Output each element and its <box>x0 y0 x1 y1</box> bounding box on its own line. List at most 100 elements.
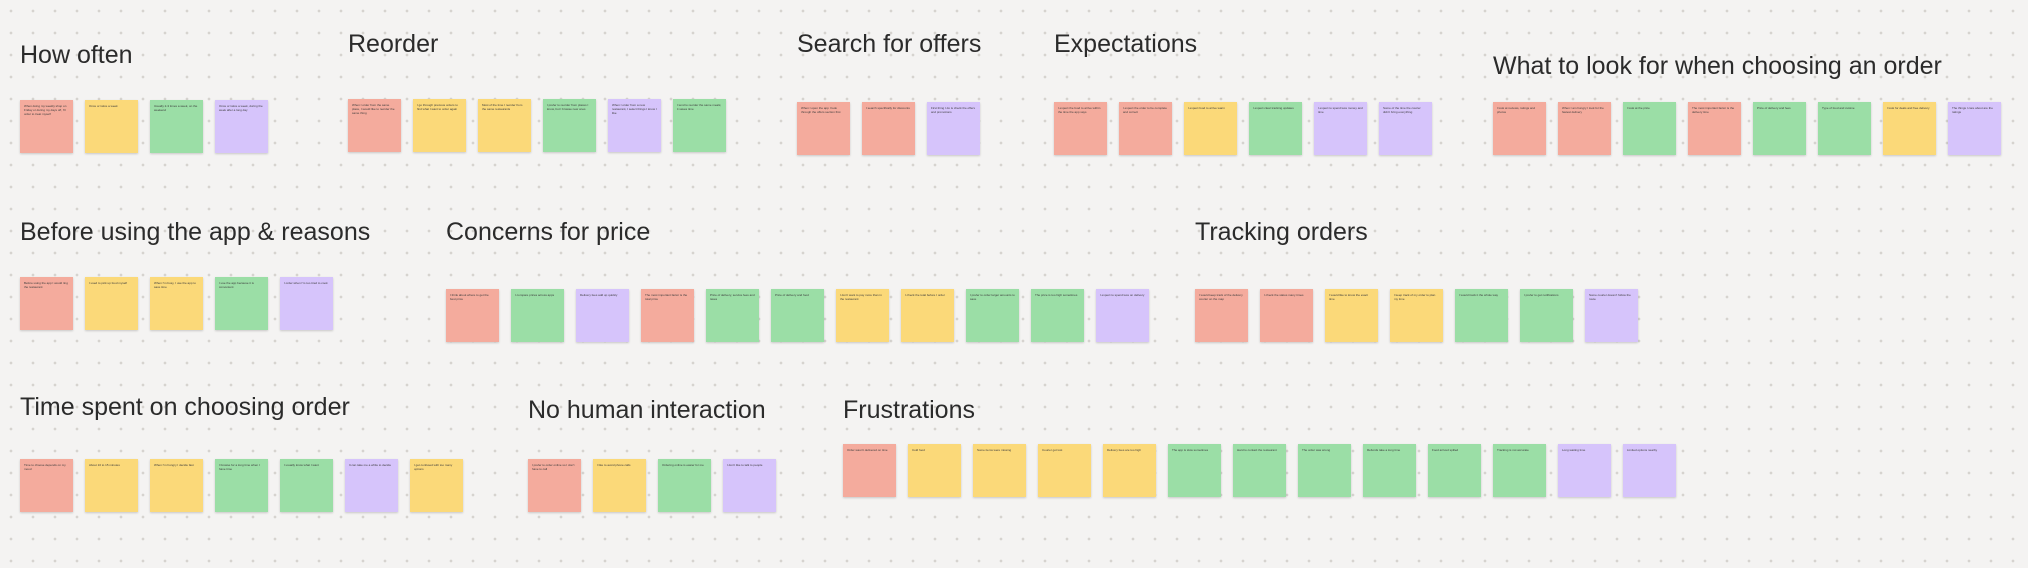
sticky-note[interactable]: I check the status many times <box>1260 289 1313 342</box>
sticky-note[interactable]: When doing my weekly shop on Friday or d… <box>20 100 73 153</box>
sticky-note[interactable]: Ordering online is easier for me <box>658 459 711 512</box>
sticky-note[interactable]: I go through previous orders to find wha… <box>413 99 466 152</box>
sticky-note[interactable]: Once or twice a week, during the week af… <box>215 100 268 153</box>
sticky-note[interactable]: Before using the app I would ring the re… <box>20 277 73 330</box>
sticky-note[interactable]: I think about where to get the best pric… <box>446 289 499 342</box>
sticky-note[interactable]: I used to pick up food myself <box>85 277 138 330</box>
sticky-note-text: I get confused with too many options <box>414 463 453 472</box>
sticky-note[interactable]: I expect clear tracking updates <box>1249 102 1302 155</box>
sticky-note[interactable]: Usually 2-3 times a week, on the weekend <box>150 100 203 153</box>
sticky-note[interactable]: Some of the time the courier didn't brin… <box>1379 102 1432 155</box>
sticky-notes: When doing my weekly shop on Friday or d… <box>20 100 268 153</box>
sticky-note[interactable]: Price of delivery, service fees and taxe… <box>706 289 759 342</box>
sticky-note-text: Long waiting time <box>1562 448 1586 452</box>
sticky-note[interactable]: First thing I do is check the offers and… <box>927 102 980 155</box>
sticky-note[interactable]: I would like to know the exact time <box>1325 289 1378 342</box>
sticky-note[interactable]: I usually know what I want <box>280 459 333 512</box>
sticky-note-text: Some of the time the courier didn't brin… <box>1383 106 1421 115</box>
sticky-note[interactable]: Once or twice a week <box>85 100 138 153</box>
sticky-note[interactable]: I would keep track of the delivery couri… <box>1195 289 1248 342</box>
sticky-note[interactable]: The app is slow sometimes <box>1168 444 1221 497</box>
sticky-note[interactable]: Type of food and cuisine <box>1818 102 1871 155</box>
sticky-note[interactable]: I compare prices across apps <box>511 289 564 342</box>
sticky-note[interactable]: Time to choose depends on my mood <box>20 459 73 512</box>
cluster-title: Concerns for price <box>446 218 651 246</box>
sticky-note-text: I like to avoid phone calls <box>597 463 631 467</box>
sticky-note[interactable]: Refunds take a long time <box>1363 444 1416 497</box>
sticky-note[interactable]: I tend to reorder the same meals; it sav… <box>673 99 726 152</box>
sticky-note[interactable]: I use the app because it is convenient <box>215 277 268 330</box>
sticky-note[interactable]: I get confused with too many options <box>410 459 463 512</box>
sticky-note[interactable]: Price of delivery and fees <box>1753 102 1806 155</box>
sticky-note[interactable]: Delivery fees add up quickly <box>576 289 629 342</box>
sticky-note[interactable]: Long waiting time <box>1558 444 1611 497</box>
sticky-note[interactable]: I expect the order to be complete and co… <box>1119 102 1172 155</box>
sticky-note-text: Cold food <box>912 448 925 452</box>
sticky-note-text: I expect to spend less money and time <box>1318 106 1363 115</box>
sticky-note[interactable]: When I order from the same place, I woul… <box>348 99 401 152</box>
sticky-note[interactable]: I prefer to order online so I don't have… <box>528 459 581 512</box>
sticky-note[interactable]: I expect food to arrive warm <box>1184 102 1237 155</box>
sticky-note[interactable]: Most of the time I reorder from the same… <box>478 99 531 152</box>
sticky-note[interactable]: I browse for a long time when I have tim… <box>215 459 268 512</box>
sticky-note[interactable]: Hard to contact the restaurant <box>1233 444 1286 497</box>
sticky-notes: When I open the app I look through the o… <box>797 102 980 155</box>
sticky-note[interactable]: Limited options nearby <box>1623 444 1676 497</box>
sticky-note[interactable]: Order wasn't delivered on time <box>843 444 896 497</box>
sticky-note[interactable]: Some courier doesn't follow the route <box>1585 289 1638 342</box>
sticky-note[interactable]: When I open the app I look through the o… <box>797 102 850 155</box>
sticky-note-text: I prefer to get notifications <box>1524 293 1559 297</box>
sticky-note[interactable]: It can take me a while to decide <box>345 459 398 512</box>
sticky-note-text: When doing my weekly shop on Friday or d… <box>24 104 67 117</box>
sticky-note[interactable]: Some items were missing <box>973 444 1026 497</box>
sticky-note[interactable]: I expect the food to arrive within the t… <box>1054 102 1107 155</box>
sticky-note[interactable]: When I'm hungry I decide fast <box>150 459 203 512</box>
sticky-note[interactable]: When I order from a new restaurant, I se… <box>608 99 661 152</box>
sticky-note-text: I used to pick up food myself <box>89 281 128 285</box>
sticky-note-text: I prefer to reorder from places I know, … <box>547 103 589 112</box>
sticky-note[interactable]: I order when I'm too tired to cook <box>280 277 333 330</box>
sticky-note-text: Price of delivery and fees <box>1757 106 1791 110</box>
sticky-note-text: The order was wrong <box>1302 448 1331 452</box>
sticky-note[interactable]: The most important factor is the deliver… <box>1688 102 1741 155</box>
sticky-note[interactable]: About 10 to 15 minutes <box>85 459 138 512</box>
sticky-note[interactable]: I expect to spend less on delivery <box>1096 289 1149 342</box>
sticky-note[interactable]: Tracking is not accurate <box>1493 444 1546 497</box>
sticky-note[interactable]: Cold food <box>908 444 961 497</box>
sticky-note[interactable]: I search specifically for discounts <box>862 102 915 155</box>
sticky-note[interactable]: I look at the price <box>1623 102 1676 155</box>
sticky-note-text: I would keep track of the delivery couri… <box>1199 293 1243 302</box>
sticky-note[interactable]: The price is too high sometimes <box>1031 289 1084 342</box>
sticky-note[interactable]: When I am hungry I look for the fastest … <box>1558 102 1611 155</box>
sticky-note[interactable]: I keep track of my order to plan my time <box>1390 289 1443 342</box>
sticky-note[interactable]: The most important factor is the total p… <box>641 289 694 342</box>
sticky-note[interactable]: Price of delivery and food <box>771 289 824 342</box>
sticky-note[interactable]: I like to avoid phone calls <box>593 459 646 512</box>
sticky-note[interactable]: Delivery fees are too high <box>1103 444 1156 497</box>
sticky-note[interactable]: I prefer to get notifications <box>1520 289 1573 342</box>
sticky-note-text: I check the status many times <box>1264 293 1304 297</box>
sticky-note[interactable]: Food arrived spilled <box>1428 444 1481 497</box>
sticky-note[interactable]: I check the total before I order <box>901 289 954 342</box>
sticky-note-text: Courier got lost <box>1042 448 1063 452</box>
sticky-notes: Before using the app I would ring the re… <box>20 277 333 330</box>
sticky-note[interactable]: I prefer to reorder from places I know, … <box>543 99 596 152</box>
sticky-note[interactable]: Courier got lost <box>1038 444 1091 497</box>
sticky-note[interactable]: The order was wrong <box>1298 444 1351 497</box>
sticky-note-text: Time to choose depends on my mood <box>24 463 66 472</box>
sticky-note-text: I check the total before I order <box>905 293 945 297</box>
sticky-note-text: I expect the order to be complete and co… <box>1123 106 1167 115</box>
cluster-title: Tracking orders <box>1195 218 1368 246</box>
sticky-note-text: Limited options nearby <box>1627 448 1658 452</box>
sticky-note[interactable]: I look for deals and free delivery <box>1883 102 1936 155</box>
sticky-note[interactable]: I prefer to order larger amounts to save <box>966 289 1019 342</box>
sticky-note[interactable]: When I'm busy, I use the app to save tim… <box>150 277 203 330</box>
sticky-note[interactable]: I don't want to pay more than in the res… <box>836 289 889 342</box>
sticky-note[interactable]: The things I care about are the ratings <box>1948 102 2001 155</box>
sticky-note[interactable]: I would track it the whole way <box>1455 289 1508 342</box>
sticky-note[interactable]: I expect to spend less money and time <box>1314 102 1367 155</box>
sticky-note[interactable]: I look at reviews, ratings and photos <box>1493 102 1546 155</box>
sticky-notes: When I order from the same place, I woul… <box>348 99 726 152</box>
sticky-note[interactable]: I don't like to talk to people <box>723 459 776 512</box>
